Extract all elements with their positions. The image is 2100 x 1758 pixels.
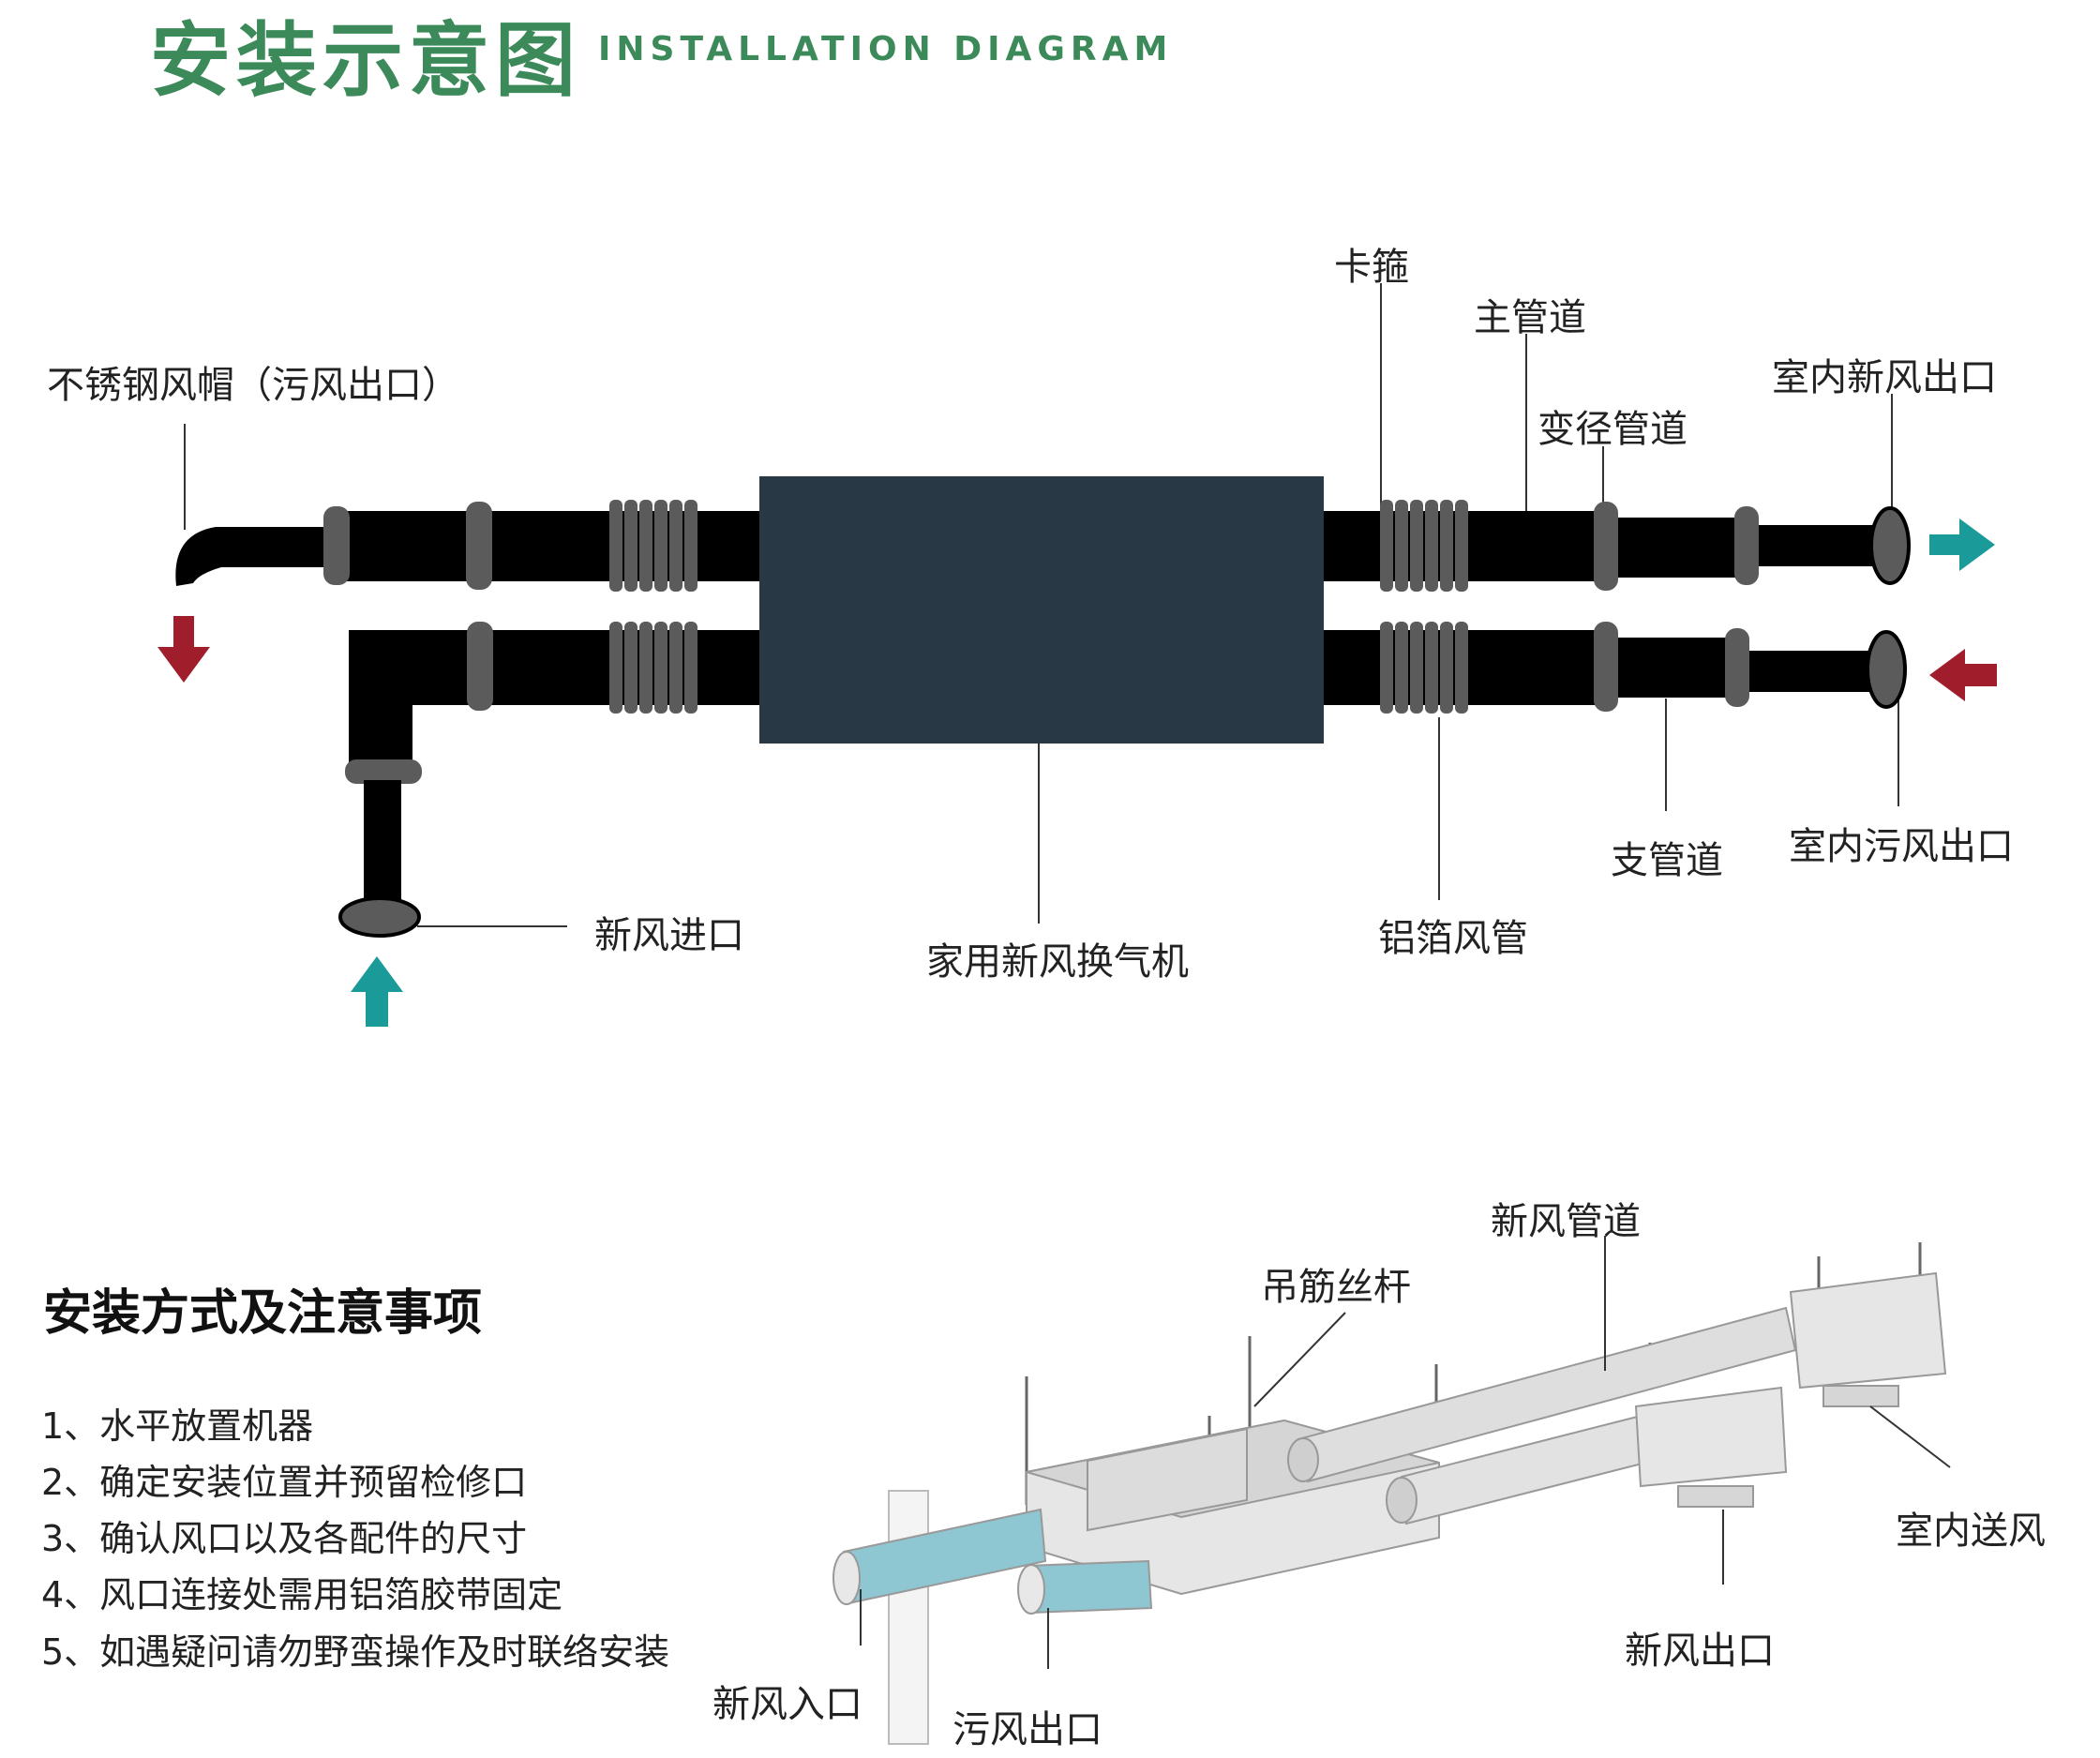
label-foil-duct: 铝箔风管: [1378, 917, 1528, 960]
label-indoor-fresh-outlet: 室内新风出口: [1772, 356, 1997, 399]
label-indoor-exhaust-outlet: 室内污风出口: [1789, 825, 2014, 868]
ventilation-unit: [759, 476, 1324, 744]
label-stainless-hood: 不锈钢风帽（污风出口）: [47, 364, 459, 407]
notes-title: 安装方式及注意事项: [43, 1285, 483, 1342]
upper-left-corrugation: [609, 500, 698, 592]
label-exhaust-outlet: 污风出口: [952, 1708, 1102, 1751]
lower-right-corrugation: [1380, 622, 1468, 714]
label-ventilation-unit: 家用新风换气机: [926, 940, 1189, 984]
label-hanger-rod: 吊筋丝杆: [1261, 1266, 1411, 1309]
note-item: 3、确认风口以及各配件的尺寸: [41, 1518, 528, 1559]
note-item: 2、确定安装位置并预留检修口: [41, 1462, 528, 1503]
label-fresh-outlet: 新风出口: [1625, 1630, 1775, 1673]
upper-right-corrugation: [1380, 500, 1468, 592]
note-item: 5、如遇疑问请勿野蛮操作及时联络安装: [41, 1631, 670, 1673]
label-reducer-duct: 变径管道: [1538, 408, 1688, 451]
exhaust-out-arrow: [158, 616, 210, 683]
page-title: 安装示意图: [150, 14, 581, 108]
fresh-in-arrow: [351, 956, 403, 1027]
label-fresh-inlet: 新风入口: [712, 1683, 862, 1726]
label-clamp: 卡箍: [1334, 246, 1409, 289]
label-main-duct: 主管道: [1474, 296, 1586, 339]
bottom-installation-diagram: [832, 1236, 1951, 1745]
label-indoor-supply: 室内送风: [1896, 1510, 2046, 1553]
label-fresh-air-inlet: 新风进口: [594, 914, 744, 957]
label-fresh-duct: 新风管道: [1491, 1200, 1641, 1243]
page-subtitle: INSTALLATION DIAGRAM: [598, 30, 1174, 68]
return-in-arrow: [1929, 649, 1997, 701]
note-item: 4、风口连接处需用铝箔胶带固定: [41, 1574, 563, 1615]
lower-left-corrugation: [609, 622, 698, 714]
label-branch-duct: 支管道: [1611, 839, 1723, 882]
supply-out-arrow: [1929, 518, 1995, 571]
top-leader-lines: [184, 283, 1899, 927]
note-item: 1、水平放置机器: [41, 1405, 314, 1447]
